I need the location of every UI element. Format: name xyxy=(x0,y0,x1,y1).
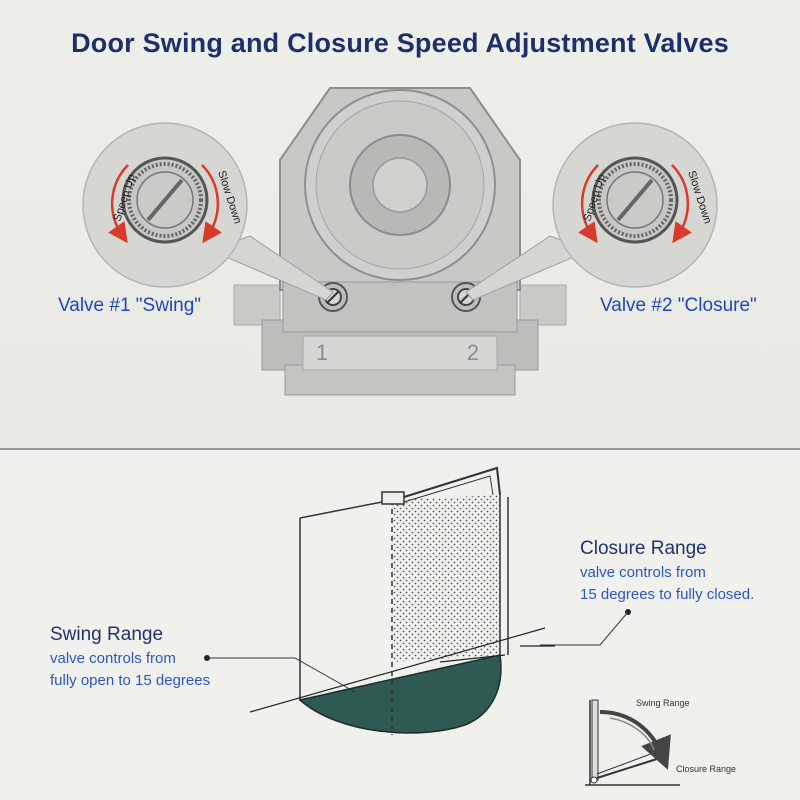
closure-range-line-2: 15 degrees to fully closed. xyxy=(580,586,755,603)
closure-leader xyxy=(540,609,631,646)
valve-2-label: Valve #2 "Closure" xyxy=(600,295,757,316)
closure-range-line-1: valve controls from xyxy=(580,564,706,581)
door-closer-body xyxy=(233,87,567,396)
door-swing-diagram xyxy=(249,466,555,735)
panel-divider xyxy=(0,448,800,450)
valve-1-label: Valve #1 "Swing" xyxy=(58,295,202,316)
valve-dial-2 xyxy=(552,122,718,288)
swing-range-line-1: valve controls from xyxy=(50,650,176,667)
valve-dial-1 xyxy=(82,122,248,288)
swing-range-title: Swing Range xyxy=(50,624,164,645)
mini-swing-label: Swing Range xyxy=(636,698,690,708)
mini-closure-label: Closure Range xyxy=(676,764,737,774)
swing-range-line-2: fully open to 15 degrees xyxy=(50,672,211,689)
valve-number-1: 1 xyxy=(316,340,328,365)
swing-leader xyxy=(204,655,356,693)
mini-range-diagram xyxy=(585,699,680,786)
closure-range-title: Closure Range xyxy=(580,538,707,559)
valve-number-2: 2 xyxy=(467,340,479,365)
page-title: Door Swing and Closure Speed Adjustment … xyxy=(71,28,729,58)
